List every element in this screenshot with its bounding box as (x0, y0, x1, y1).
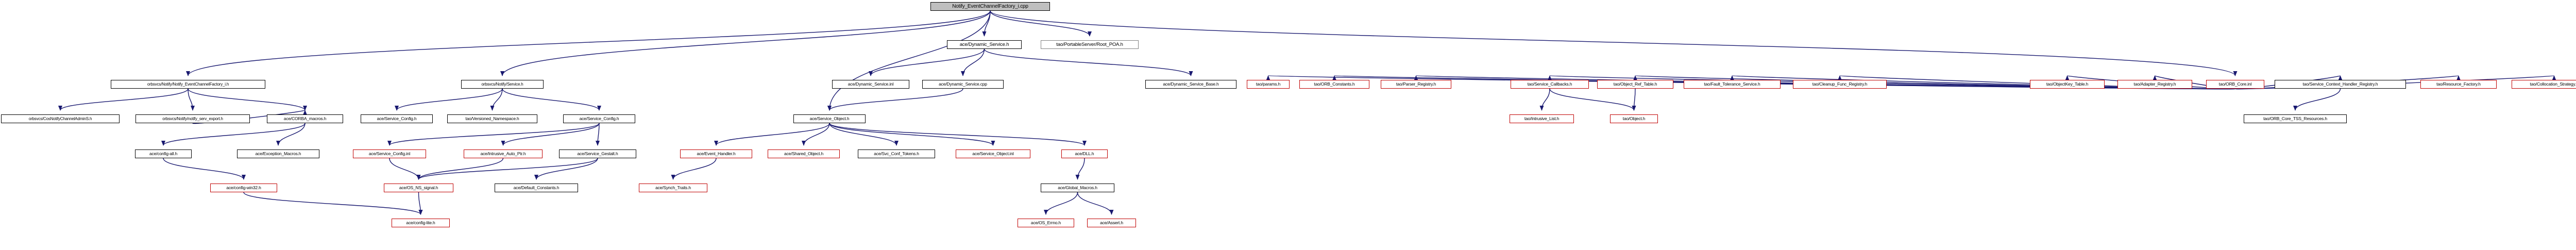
graph-edge (829, 123, 995, 146)
graph-edge (418, 192, 423, 215)
graph-node[interactable]: tao/ORB_Constants.h (1299, 80, 1369, 89)
graph-edge (829, 123, 1087, 146)
graph-edge (1075, 158, 1085, 180)
graph-node[interactable]: tao/Collocation_Strategy.h (2512, 80, 2576, 89)
graph-edge (984, 48, 1193, 76)
graph-node[interactable]: ace/Dynamic_Service.h (947, 40, 1022, 49)
graph-node[interactable]: ace/Service_Config.inl (353, 149, 426, 158)
graph-edge (186, 10, 991, 76)
graph-edge (990, 10, 1092, 37)
graph-edge (1539, 88, 1550, 111)
graph-node[interactable]: ace/CORBA_macros.h (267, 114, 343, 123)
graph-node[interactable]: ace/Synch_Traits.h (639, 184, 707, 192)
graph-edge (1632, 88, 1636, 111)
graph-edge (490, 88, 503, 111)
graph-edge (501, 123, 600, 146)
graph-node[interactable]: tao/Service_Callbacks.h (1511, 80, 1589, 89)
graph-edge (276, 123, 306, 146)
graph-edge (161, 123, 306, 146)
graph-node[interactable]: ace/Default_Constants.h (495, 184, 578, 192)
graph-node[interactable]: ace/Event_Handler.h (680, 149, 752, 158)
graph-node[interactable]: ace/Intrusive_Auto_Ptr.h (464, 149, 543, 158)
graph-node[interactable]: tao/Versioned_Namespace.h (447, 114, 537, 123)
graph-edge (802, 123, 830, 146)
graph-edge (389, 158, 421, 180)
graph-edge (1044, 192, 1078, 215)
graph-edge (827, 10, 991, 111)
graph-node[interactable]: tao/ORB_Core_TSS_Resources.h (2244, 114, 2347, 123)
graph-edge (827, 88, 963, 111)
graph-node[interactable]: ace/Global_Macros.h (1041, 184, 1114, 192)
graph-edge (829, 123, 899, 146)
graph-edge (1077, 192, 1114, 215)
graph-node[interactable]: tao/ORB_Core.inl (2206, 80, 2264, 89)
graph-node[interactable]: tao/Intrusive_List.h (1510, 114, 1574, 123)
graph-node[interactable]: ace/Svc_Conf_Tokens.h (858, 149, 935, 158)
graph-edge (1549, 88, 1636, 111)
graph-node[interactable]: ace/Service_Gestalt.h (559, 149, 636, 158)
graph-edge (416, 158, 504, 180)
graph-edge (416, 158, 598, 180)
graph-node[interactable]: orbsvcs/CosNotifyChannelAdminS.h (1, 114, 120, 123)
graph-node[interactable]: orbsvcs/Notify/Notify_EventChannelFactor… (111, 80, 265, 89)
graph-edge (671, 158, 717, 180)
graph-node[interactable]: tao/Resource_Factory.h (2420, 80, 2497, 89)
graph-node[interactable]: ace/config-lite.h (392, 219, 450, 227)
graph-edge (163, 158, 246, 180)
graph-edge (58, 88, 189, 111)
graph-edge (961, 48, 985, 76)
graph-node[interactable]: orbsvcs/Notify/Service.h (461, 80, 544, 89)
graph-root-node[interactable]: Notify_EventChannelFactory_i.cpp (930, 2, 1050, 11)
graph-node[interactable]: tao/Object_Ref_Table.h (1597, 80, 1673, 89)
graph-edge (395, 88, 503, 111)
graph-node[interactable]: ace/Exception_Macros.h (237, 149, 319, 158)
graph-node[interactable]: ace/Service_Config.h (563, 114, 635, 123)
graph-node[interactable]: tao/PortableServer/Root_POA.h (1041, 40, 1139, 49)
graph-edge (188, 88, 307, 111)
graph-edge (502, 88, 601, 111)
graph-node[interactable]: tao/Cleanup_Func_Registry.h (1793, 80, 1887, 89)
graph-node[interactable]: ace/Dynamic_Service.cpp (922, 80, 1004, 89)
graph-node[interactable]: ace/Service_Config.h (361, 114, 433, 123)
graph-edge (869, 48, 985, 76)
graph-node[interactable]: tao/Service_Context_Handler_Registry.h (2275, 80, 2406, 89)
graph-node[interactable]: tao/Object.h (1610, 114, 1658, 123)
graph-edge (387, 123, 600, 146)
graph-edge (188, 88, 195, 111)
graph-node[interactable]: ace/config-all.h (135, 149, 192, 158)
graph-node[interactable]: ace/Assert.h (1087, 219, 1136, 227)
graph-node[interactable]: ace/config-win32.h (210, 184, 277, 192)
graph-node[interactable]: ace/OS_NS_signal.h (384, 184, 453, 192)
graph-node[interactable]: ace/DLL.h (1061, 149, 1108, 158)
graph-node[interactable]: orbsvcs/Notify/notify_serv_export.h (135, 114, 250, 123)
graph-edge (596, 123, 600, 146)
graph-edge (714, 123, 830, 146)
graph-node[interactable]: ace/Service_Object.h (793, 114, 866, 123)
graph-edge (2293, 88, 2341, 111)
graph-node[interactable]: ace/Dynamic_Service_Base.h (1145, 80, 1236, 89)
graph-node[interactable]: tao/Adapter_Registry.h (2117, 80, 2192, 89)
graph-edge (243, 192, 423, 215)
graph-node[interactable]: ace/Shared_Object.h (768, 149, 840, 158)
graph-node[interactable]: ace/Dynamic_Service.inl (832, 80, 909, 89)
graph-edge (534, 158, 598, 180)
graph-node[interactable]: tao/Parser_Registry.h (1381, 80, 1451, 89)
graph-edge (500, 10, 991, 76)
graph-edge (982, 10, 991, 37)
graph-node[interactable]: ace/Service_Object.inl (956, 149, 1030, 158)
graph-node[interactable]: tao/ObjectKey_Table.h (2030, 80, 2105, 89)
graph-node[interactable]: tao/Fault_Tolerance_Service.h (1684, 80, 1781, 89)
graph-edge (990, 10, 2238, 76)
graph-node[interactable]: tao/params.h (1247, 80, 1290, 89)
graph-node[interactable]: ace/OS_Errno.h (1018, 219, 1074, 227)
